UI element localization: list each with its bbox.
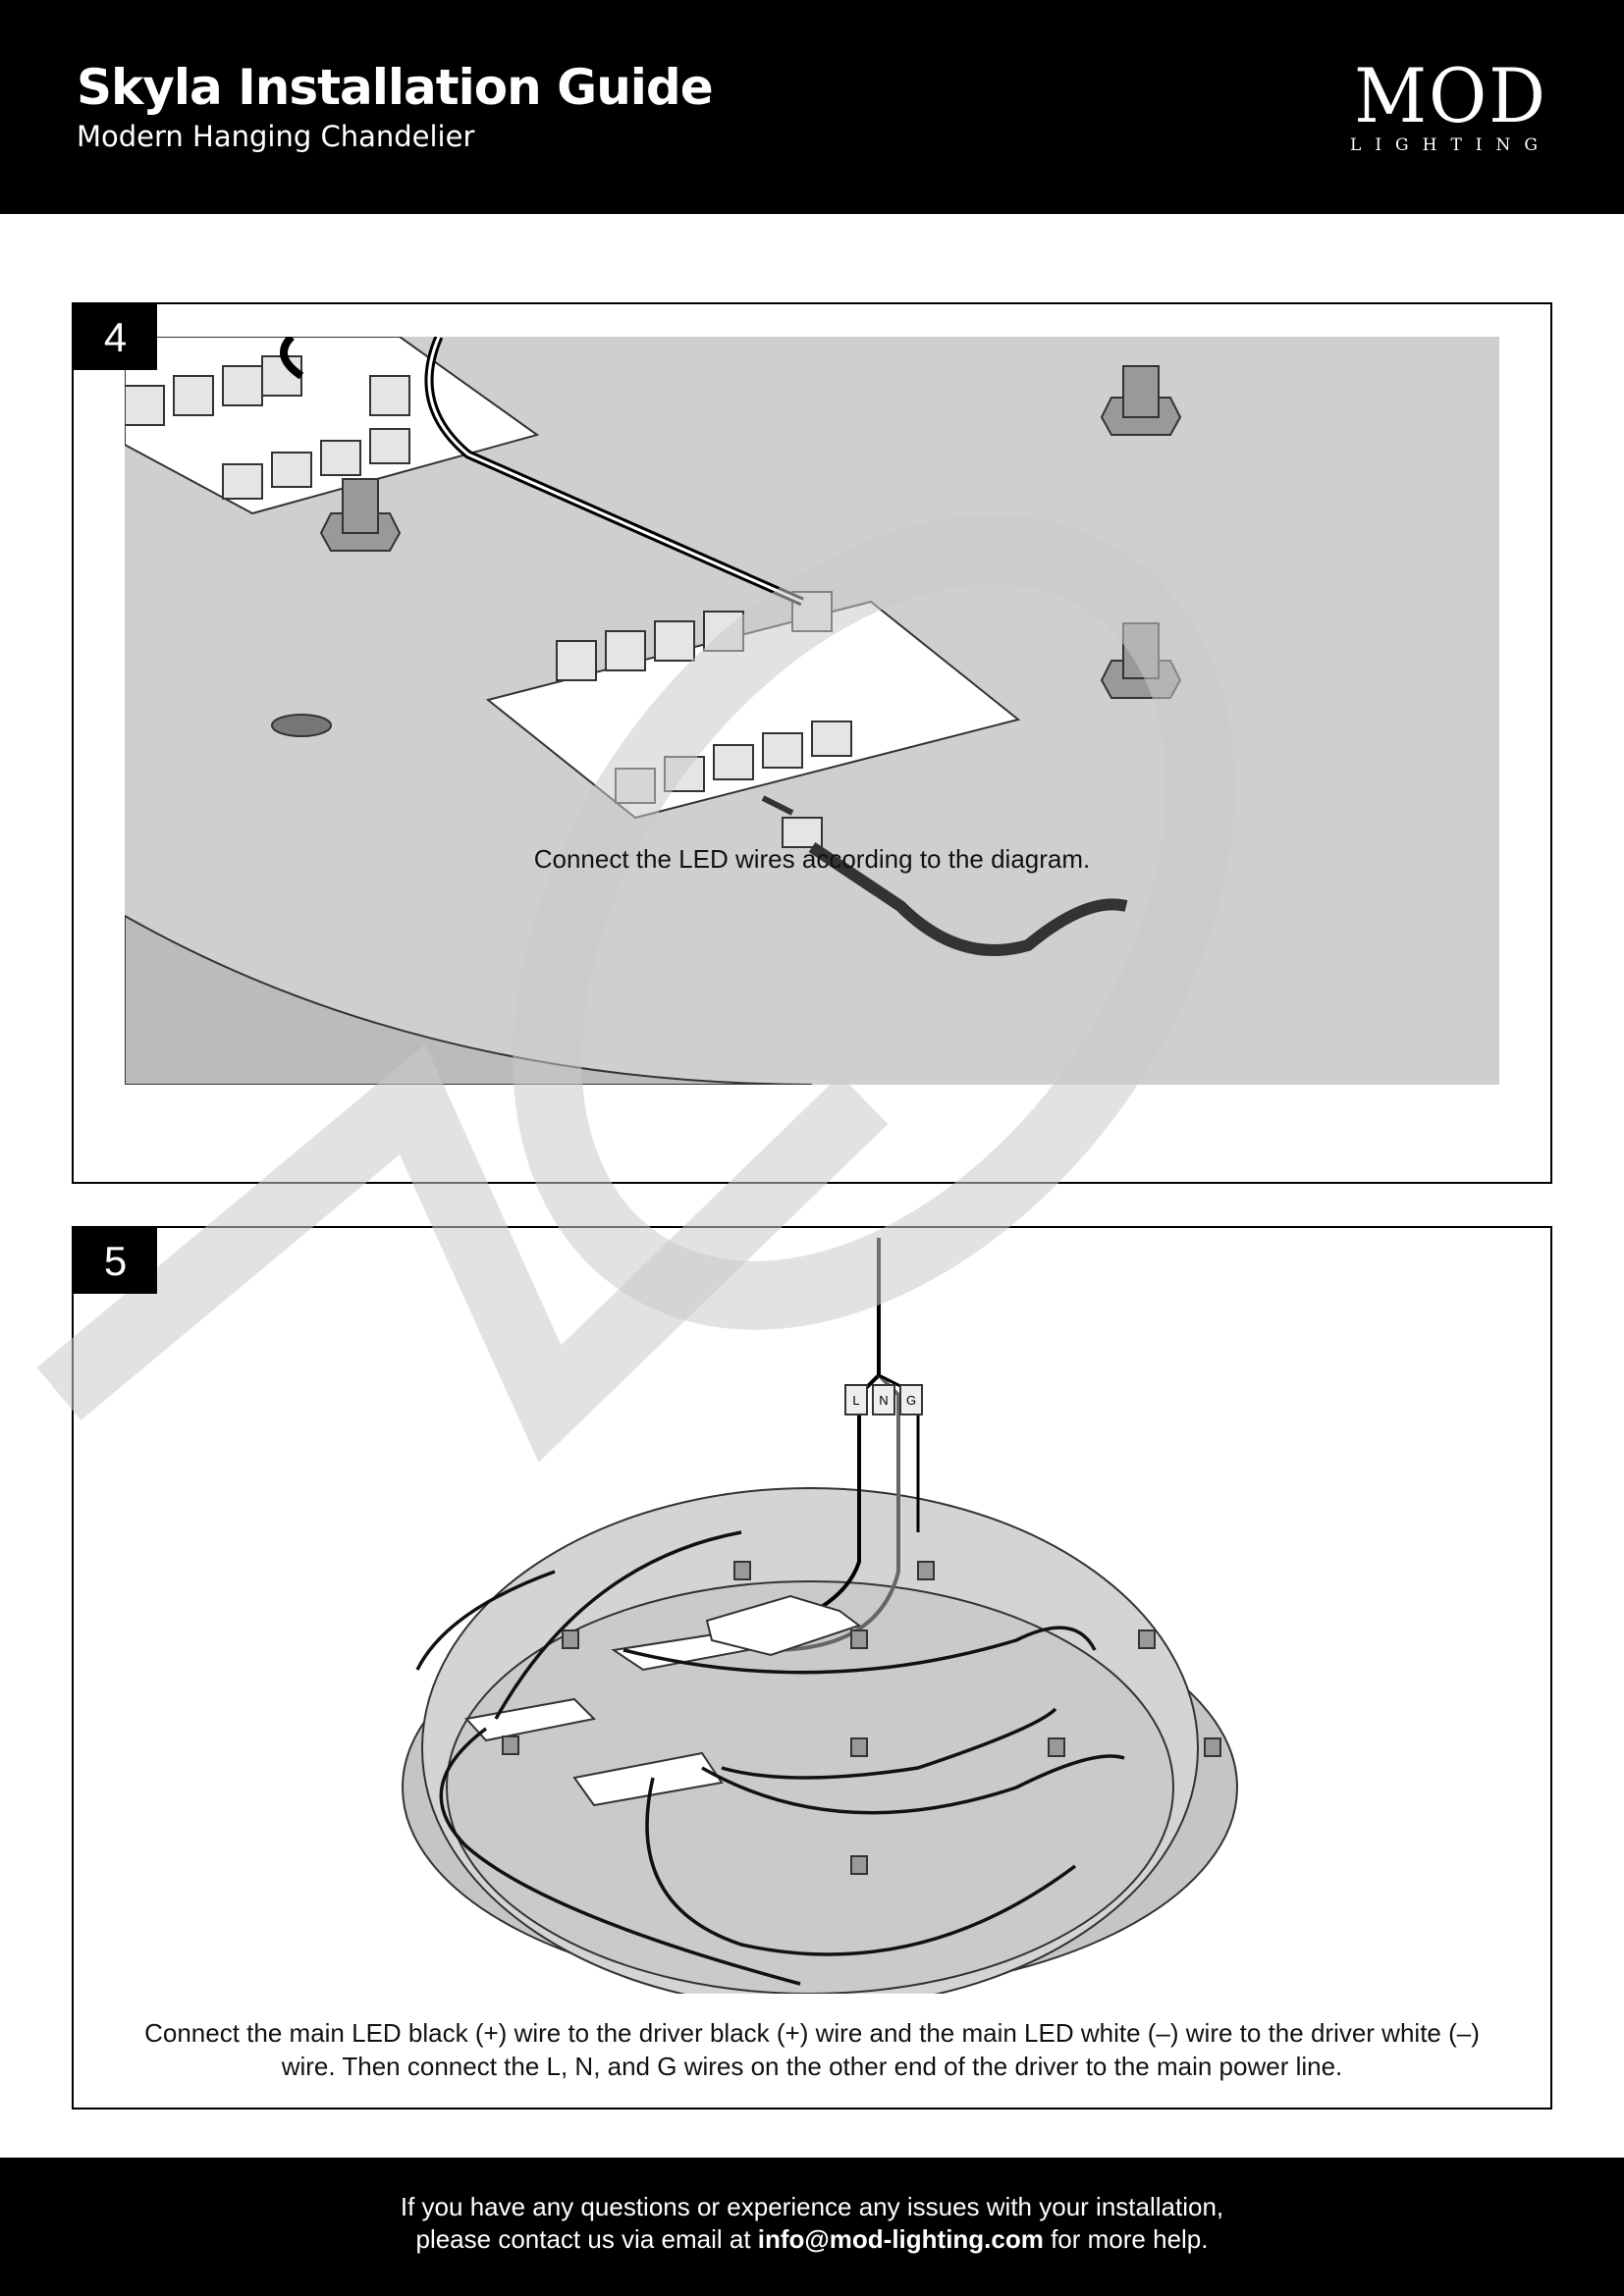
footer-line-2-suffix: for more help. <box>1043 2224 1209 2254</box>
step-5-caption-line-1: Connect the main LED black (+) wire to t… <box>144 2018 1480 2048</box>
step-number: 5 <box>74 1228 157 1294</box>
connector-label-l: L <box>852 1393 859 1408</box>
step-4-illustration <box>125 337 1499 1085</box>
footer-line-2: please contact us via email at info@mod-… <box>0 2223 1624 2256</box>
support-email-link[interactable]: info@mod-lighting.com <box>757 2224 1044 2254</box>
step-number: 4 <box>74 304 157 370</box>
footer: If you have any questions or experience … <box>0 2158 1624 2296</box>
logo-sub: LIGHTING <box>1350 135 1551 155</box>
footer-line-1: If you have any questions or experience … <box>400 2192 1224 2221</box>
connector-label-n: N <box>879 1393 888 1408</box>
page-subtitle: Modern Hanging Chandelier <box>77 120 475 153</box>
step-4-caption: Connect the LED wires according to the d… <box>533 844 1091 874</box>
step-5-caption-line-2: wire. Then connect the L, N, and G wires… <box>281 2052 1343 2081</box>
step-5-panel: 5 L N G Connect <box>72 1226 1552 2109</box>
brand-logo: MOD LIGHTING <box>1345 52 1556 156</box>
header: Skyla Installation Guide Modern Hanging … <box>0 0 1624 214</box>
page-title: Skyla Installation Guide <box>77 59 714 116</box>
footer-line-2-prefix: please contact us via email at <box>415 2224 758 2254</box>
step-5-illustration: L N G <box>402 1238 1238 1994</box>
connector-label-g: G <box>906 1393 916 1408</box>
step-4-panel: 4 Connect the LED wires according to the… <box>72 302 1552 1184</box>
logo-main: MOD <box>1354 52 1547 139</box>
